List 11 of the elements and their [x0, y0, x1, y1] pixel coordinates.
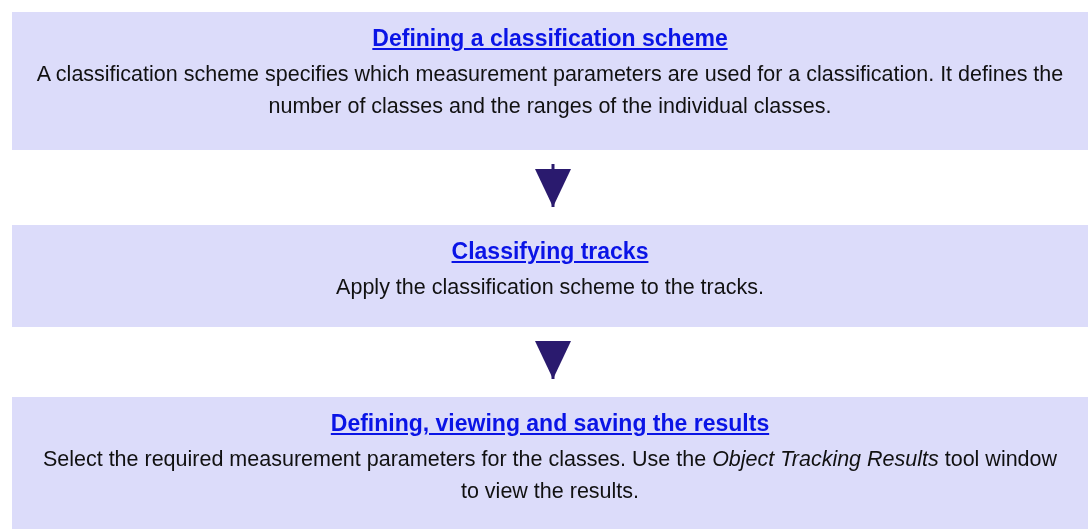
- arrow: [535, 164, 571, 207]
- heading-link: Defining a classification scheme: [372, 24, 728, 53]
- heading-link: Defining, viewing and saving the results: [330, 409, 770, 438]
- arrow: [535, 341, 571, 379]
- step-description: Select the required measurement parameters for the classes. Use the Object Tracking Results tool window to view the results.: [41, 446, 1059, 505]
- step-band: [12, 12, 1088, 150]
- step-band: [12, 225, 1088, 327]
- step-description: Apply the classification scheme to the tracks.: [336, 274, 764, 301]
- heading-link: Classifying tracks: [451, 237, 649, 266]
- step-description: A classification scheme specifies which measurement parameters are used for a classification. It defines the number of classes and the ranges of the individual classes.: [35, 61, 1065, 120]
- step-band: [12, 397, 1088, 529]
